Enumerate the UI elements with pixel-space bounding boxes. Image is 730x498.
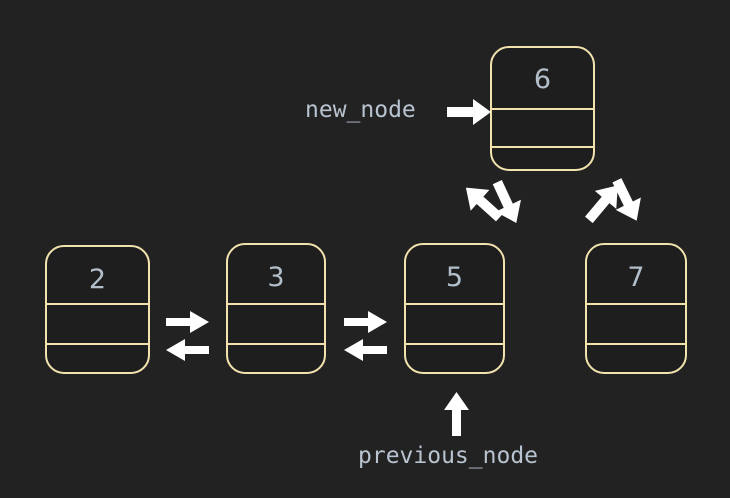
node-divider-lower bbox=[492, 146, 593, 148]
arrow-7-to-6-up bbox=[585, 185, 618, 224]
list-node-3: 3 bbox=[226, 243, 326, 374]
arrow-3-to-2-prev bbox=[166, 339, 209, 361]
node-divider-lower bbox=[406, 343, 503, 345]
arrow-6-to-5-down bbox=[492, 180, 521, 223]
node-divider-upper bbox=[492, 108, 593, 110]
node-divider-upper bbox=[587, 303, 685, 305]
node-value-6: 6 bbox=[533, 64, 552, 95]
node-divider-upper bbox=[47, 303, 148, 305]
arrow-5-to-6-up bbox=[465, 187, 503, 222]
arrow-new-node-pointer bbox=[447, 99, 491, 125]
node-divider-lower bbox=[228, 343, 324, 345]
list-node-5: 5 bbox=[404, 243, 505, 374]
new-node-label: new_node bbox=[305, 97, 416, 123]
arrow-2-to-3-next bbox=[166, 311, 209, 333]
arrow-5-to-3-prev bbox=[344, 339, 387, 361]
node-divider-upper bbox=[406, 303, 503, 305]
arrow-6-to-7-down bbox=[612, 178, 641, 221]
list-node-6-new: 6 bbox=[490, 46, 595, 171]
arrow-3-to-5-next bbox=[344, 311, 387, 333]
node-divider-upper bbox=[228, 303, 324, 305]
list-node-2: 2 bbox=[45, 245, 150, 374]
node-value-3: 3 bbox=[267, 262, 285, 293]
list-node-7: 7 bbox=[585, 243, 687, 374]
node-divider-lower bbox=[587, 343, 685, 345]
arrow-previous-node-pointer bbox=[444, 392, 469, 436]
node-value-5: 5 bbox=[445, 262, 464, 293]
node-value-7: 7 bbox=[627, 262, 645, 293]
node-value-2: 2 bbox=[88, 264, 107, 295]
previous-node-label: previous_node bbox=[358, 443, 539, 469]
node-divider-lower bbox=[47, 343, 148, 345]
